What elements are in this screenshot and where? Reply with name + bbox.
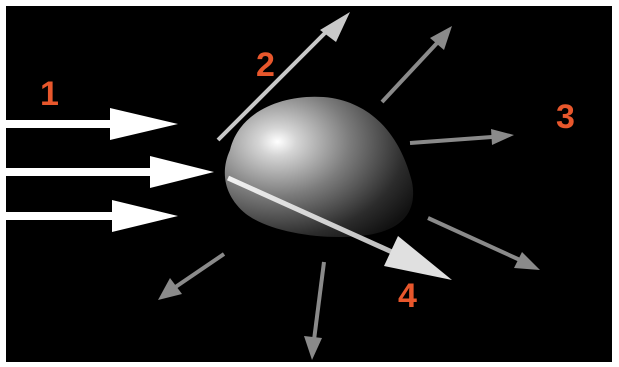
label-scattered: 3	[556, 98, 575, 136]
label-reflected: 2	[256, 46, 275, 84]
label-transmitted: 4	[398, 277, 417, 315]
label-incident: 1	[40, 75, 59, 113]
